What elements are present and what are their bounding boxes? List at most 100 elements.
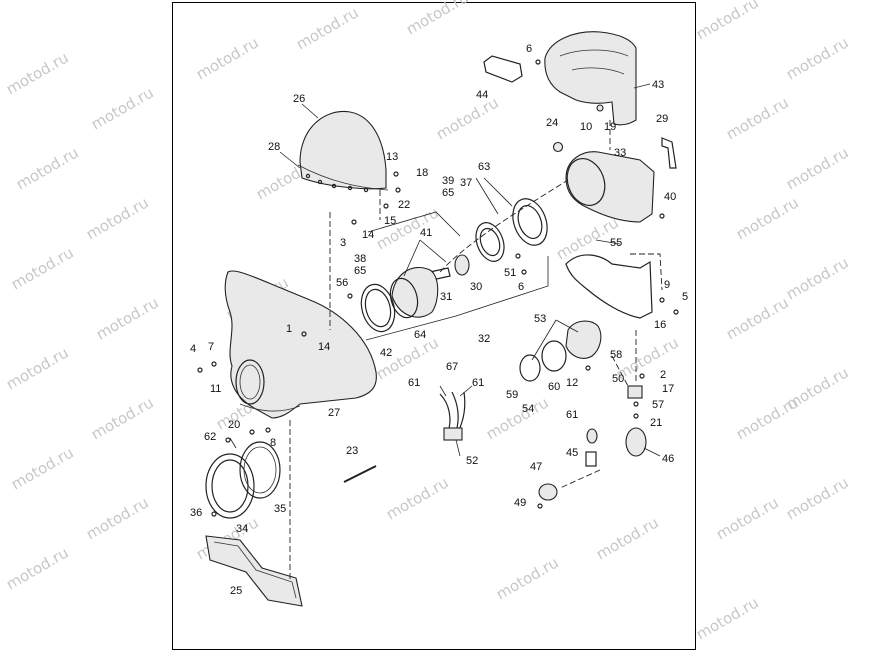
retaining-ring-39-inner [479,227,501,257]
connector-52 [443,427,463,441]
assembly-line [559,469,601,489]
watermark: motod.ru [13,143,82,193]
watermark: motod.ru [88,83,157,133]
callout-label: 28 [268,141,280,153]
callout-label: 67 [446,361,458,373]
terminal-61 [586,428,598,444]
callout-label: 51 [504,267,516,279]
callout-label: 21 [650,417,662,429]
headlamp-41 [391,267,439,318]
retaining-ring-38-inner [364,288,392,328]
callout-label: 14 [318,341,330,353]
callout-label: 19 [604,121,616,133]
callout-label: 18 [416,167,428,179]
watermark: motod.ru [593,513,662,563]
callout-label: 37 [460,177,472,189]
watermark: motod.ru [3,343,72,393]
callout-label: 61 [408,377,420,389]
callout-label: 4 [190,343,196,355]
callout-label: 52 [466,455,478,467]
callout-label: 11 [210,383,221,395]
callout-label: 63 [478,161,490,173]
aux-lamp-53 [565,320,602,359]
callout-label: 55 [610,237,622,249]
retaining-ring-38 [360,283,396,333]
callout-label: 54 [522,403,534,415]
leader-lines [229,83,661,457]
watermark: motod.ru [693,0,762,43]
callout-label: 1 [286,323,292,335]
upper-housing [544,31,637,126]
watermark: motod.ru [3,48,72,98]
watermark: motod.ru [723,93,792,143]
watermark: motod.ru [8,243,77,293]
callout-label: 45 [566,447,578,459]
callout-label: 61 [472,377,484,389]
callout-label: 49 [514,497,526,509]
watermark: motod.ru [783,253,852,303]
watermark: motod.ru [723,293,792,343]
watermark: motod.ru [693,593,762,643]
callout-label: 33 [614,147,626,159]
socket-45 [585,451,597,467]
callout-label: 40 [664,191,676,203]
callout-label: 64 [414,329,426,341]
callout-labels: 26 28 13 18 22 15 14 3 6 44 43 24 10 19 … [190,43,688,597]
headlamp-bucket [565,151,655,223]
callout-label: 41 [420,227,432,239]
fairing-27 [224,270,377,419]
callout-label: 43 [652,79,664,91]
callout-label: 53 [534,313,546,325]
watermark: motod.ru [293,3,362,53]
tab-29 [661,137,677,169]
adapter-30 [454,254,470,276]
callout-label: 56 [336,277,348,289]
nut-24 [552,141,564,153]
callout-label: 38 [354,253,366,265]
visor-ring-35 [239,441,281,499]
callout-label: 3 [340,237,346,249]
watermark: motod.ru [783,143,852,193]
assembly-line [630,253,663,291]
trim-ring-63-inner [517,204,543,240]
callout-label: 35 [274,503,286,515]
callout-label: 5 [682,291,688,303]
callout-label: 20 [228,419,240,431]
callout-label: 60 [548,381,560,393]
trim-ring-63 [512,198,548,246]
callout-label: 23 [346,445,358,457]
callout-label: 22 [398,199,410,211]
windshield [299,110,387,190]
gasket-25 [205,535,303,607]
watermark: motod.ru [433,93,502,143]
callout-label: 34 [236,523,248,535]
headlamp-lens [389,277,419,319]
watermark: motod.ru [193,33,262,83]
windshield-trim [297,164,389,191]
callout-label: 29 [656,113,668,125]
callout-label: 24 [546,117,558,129]
fairing-opening-inner [239,364,261,400]
watermark: motod.ru [493,553,562,603]
watermark: motod.ru [83,193,152,243]
group-bracket-32 [365,256,549,341]
upper-housing-detail [559,49,629,75]
callout-label: 65 [354,265,366,277]
callout-label: 61 [566,409,578,421]
callout-label: 12 [566,377,578,389]
gasket-25-inner [213,541,297,599]
watermark: motod.ru [713,493,782,543]
watermark: motod.ru [3,543,72,593]
aux-ring-59 [519,354,541,382]
callout-label: 16 [654,319,666,331]
assembly-line [611,355,629,387]
trim-ring-34 [205,453,255,519]
callout-label: 65 [442,187,454,199]
watermark: motod.ru [403,0,472,38]
fairing-trim-edge [239,403,301,412]
callout-label: 39 [442,175,454,187]
callout-label: 6 [518,281,524,293]
callout-label: 15 [384,215,396,227]
bracket-55 [565,254,653,319]
